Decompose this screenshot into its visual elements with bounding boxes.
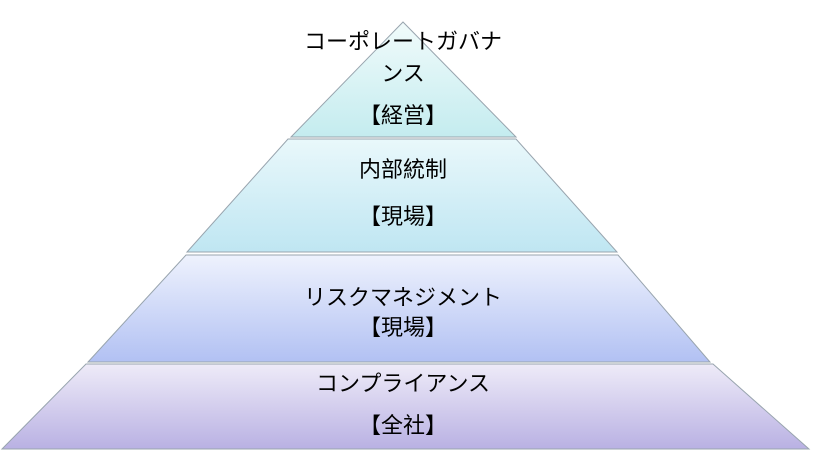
layer-internal-control-scope: 【現場】 (358, 205, 447, 230)
layer-corporate-governance (289, 21, 518, 138)
layer-internal-control (185, 138, 619, 253)
layer-compliance-title: コンプライアンス (315, 372, 491, 397)
layer-corporate-governance-title-line1: コーポレートガバナ (303, 30, 502, 55)
layer-risk-management (86, 254, 712, 363)
layer-risk-management-title: リスクマネジメント (303, 286, 502, 311)
layer-internal-control-title: 内部統制 (358, 158, 447, 183)
layer-risk-management-scope: 【現場】 (358, 316, 447, 341)
layer-compliance (0, 363, 811, 450)
layer-corporate-governance-scope: 【経営】 (358, 104, 447, 129)
layer-compliance-scope: 【全社】 (358, 414, 447, 439)
layer-corporate-governance-title-line2: ンス (381, 62, 425, 87)
